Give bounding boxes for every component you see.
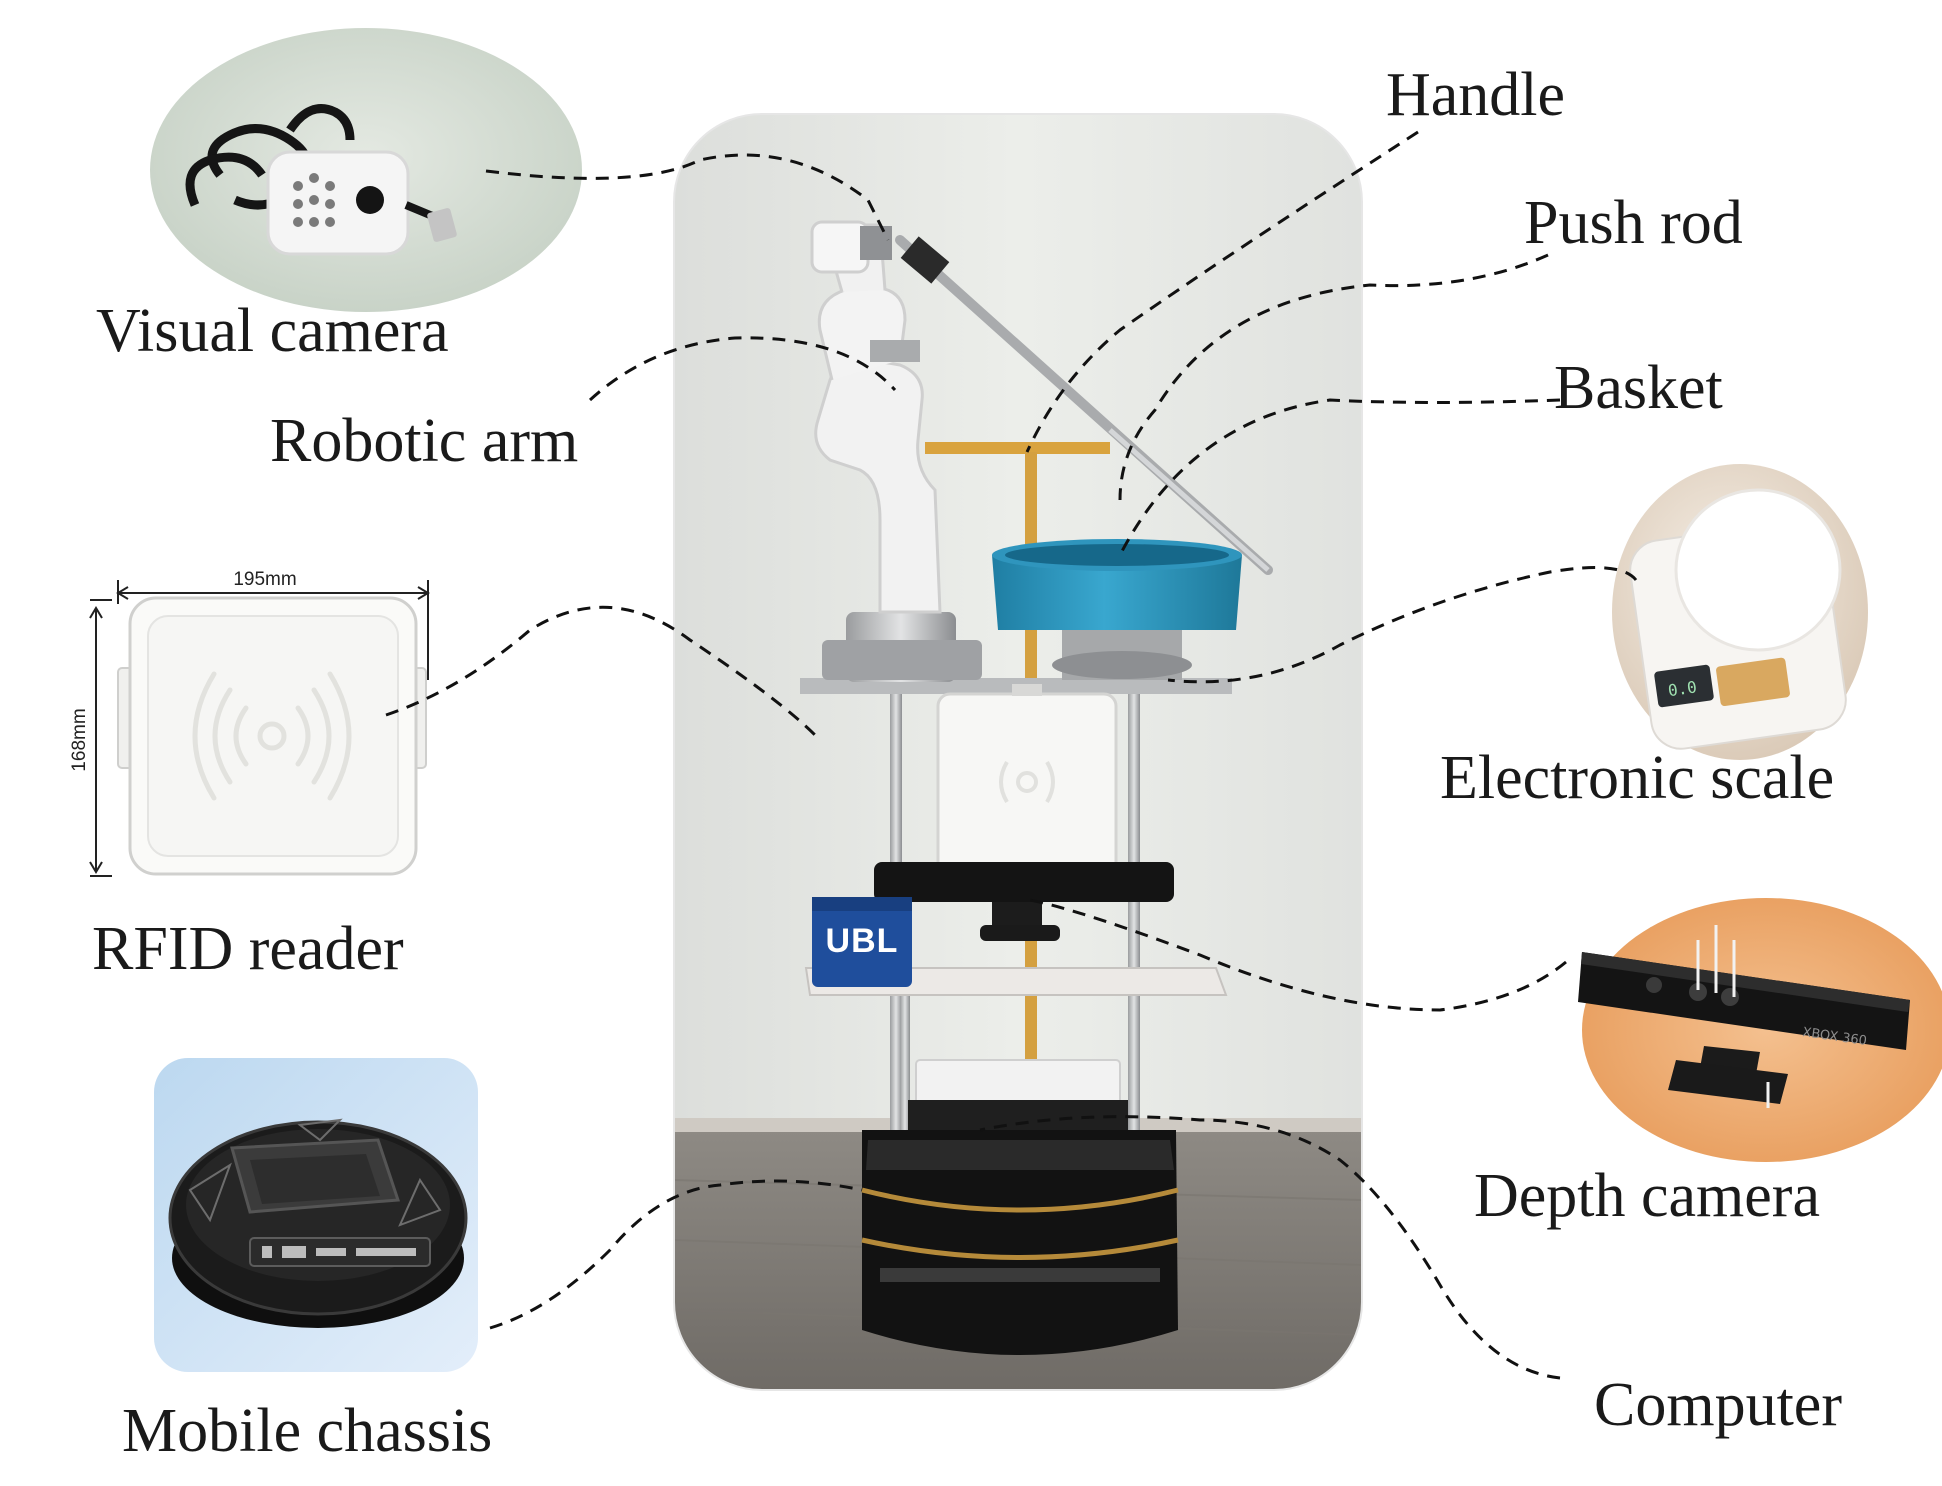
electronic-scale-photo: 0.0	[1612, 464, 1868, 760]
speaker-brand: UBL	[825, 922, 899, 960]
leader-lines	[385, 130, 1638, 1380]
label-visual-camera: Visual camera	[96, 297, 449, 365]
rfid-width-dimension: 195mm	[233, 569, 296, 590]
label-electronic-scale: Electronic scale	[1440, 744, 1835, 812]
rfid-height-dimension: 168mm	[69, 708, 90, 771]
mobile-chassis-photo	[154, 1058, 478, 1372]
label-mobile-chassis: Mobile chassis	[122, 1397, 493, 1465]
label-basket: Basket	[1554, 354, 1723, 422]
robotic-arm-drawing	[810, 220, 982, 682]
label-depth-camera: Depth camera	[1474, 1162, 1820, 1230]
depth-camera-photo: XBOX 360	[1578, 898, 1942, 1162]
label-push-rod: Push rod	[1524, 189, 1743, 257]
basket-drawing	[992, 539, 1242, 680]
label-handle: Handle	[1386, 61, 1566, 129]
label-robotic-arm: Robotic arm	[270, 407, 579, 475]
rfid-reader-photo: 195mm 168mm	[69, 569, 430, 877]
label-computer: Computer	[1594, 1371, 1842, 1439]
robot-photo	[674, 114, 1362, 1390]
scale-display: 0.0	[1667, 677, 1698, 700]
label-rfid-reader: RFID reader	[92, 915, 404, 983]
visual-camera-photo	[150, 28, 582, 312]
